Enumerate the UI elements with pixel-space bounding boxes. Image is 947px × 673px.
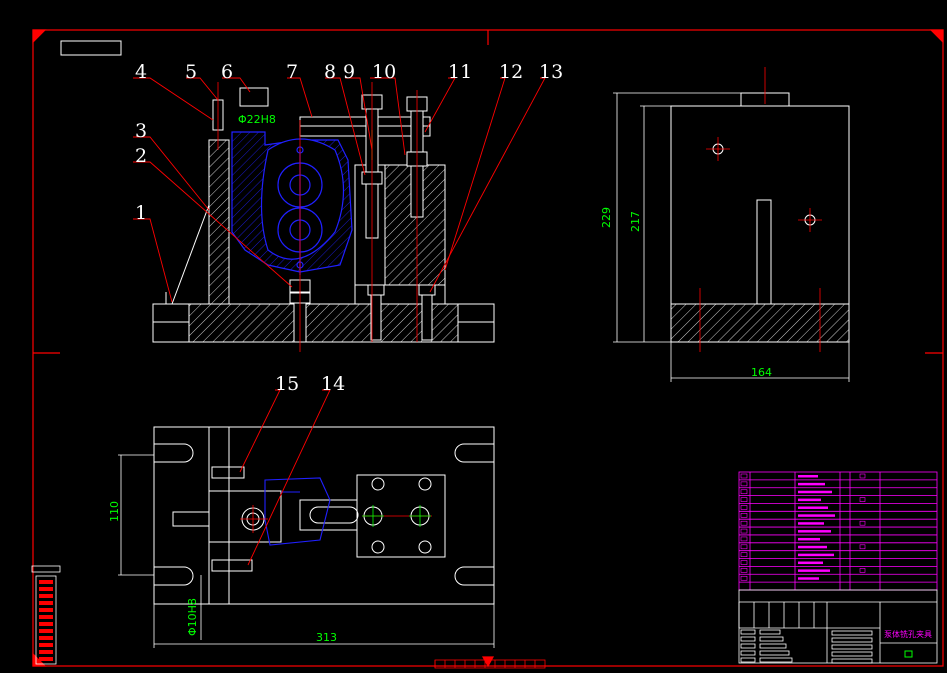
part-balloons-front: 4 5 6 7 8 9 10 11 12 13 3 2 1 bbox=[135, 61, 563, 224]
part-label-14: 14 bbox=[321, 373, 345, 395]
part-label-4: 4 bbox=[135, 61, 147, 83]
title-block-sheet-box bbox=[904, 650, 913, 658]
part-label-8: 8 bbox=[324, 61, 336, 83]
base-plate bbox=[152, 303, 495, 343]
part-label-7: 7 bbox=[286, 61, 298, 83]
dim-height-217: 217 bbox=[629, 211, 642, 232]
leader-lines-front bbox=[133, 77, 546, 303]
margin-scale-left bbox=[31, 565, 61, 665]
margin-scale-bottom bbox=[434, 659, 546, 669]
part-label-12: 12 bbox=[499, 61, 523, 83]
part-label-9: 9 bbox=[343, 61, 355, 83]
part-label-5: 5 bbox=[185, 61, 197, 83]
support-plate bbox=[208, 139, 230, 305]
part-label-6: 6 bbox=[221, 61, 233, 83]
part-balloons-top: 15 14 bbox=[275, 373, 345, 395]
part-label-13: 13 bbox=[539, 61, 563, 83]
dim-pin-dia-top: Φ22H8 bbox=[238, 113, 276, 126]
part-label-11: 11 bbox=[448, 61, 472, 83]
part-label-1: 1 bbox=[135, 202, 147, 224]
side-view bbox=[613, 67, 850, 382]
part-label-3: 3 bbox=[135, 120, 147, 142]
drawing-number-box bbox=[60, 40, 122, 56]
part-label-15: 15 bbox=[275, 373, 299, 395]
front-view bbox=[133, 77, 546, 352]
title-block bbox=[738, 589, 938, 664]
dim-width-313: 313 bbox=[316, 631, 337, 644]
top-view bbox=[118, 389, 495, 648]
drawing-frame bbox=[32, 29, 944, 668]
title-block-drawing-title: 泵体铣孔夹具 bbox=[884, 629, 932, 639]
workpiece-pump-body bbox=[231, 131, 353, 275]
dim-width-164: 164 bbox=[751, 366, 772, 379]
part-label-10: 10 bbox=[372, 61, 396, 83]
dim-pin-dia-bottom: Φ10H8 bbox=[186, 598, 199, 636]
part-label-2: 2 bbox=[135, 145, 147, 167]
dim-height-229: 229 bbox=[600, 207, 613, 228]
dim-height-110: 110 bbox=[108, 501, 121, 522]
parts-list-table bbox=[738, 471, 938, 591]
